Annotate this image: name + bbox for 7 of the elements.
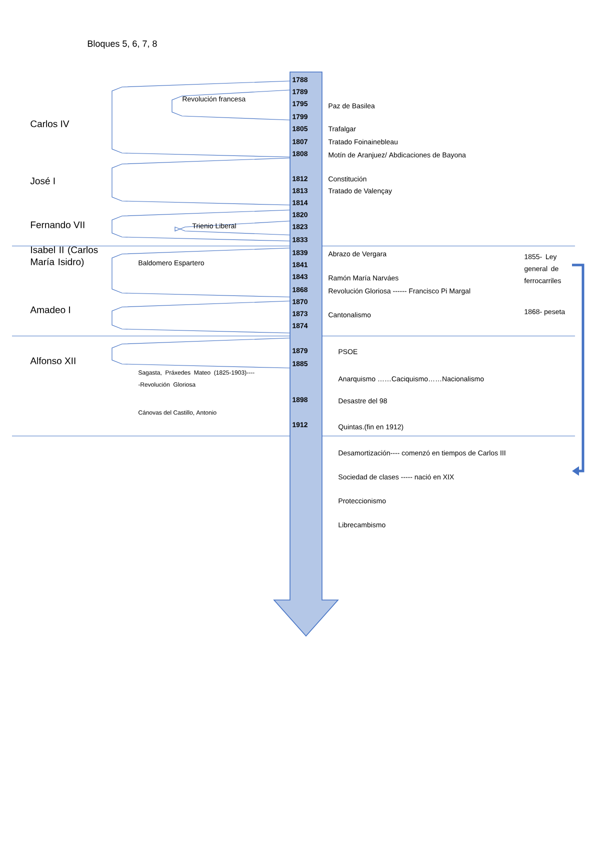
monarch-name: Isabel II (Carlos María Isidro) (30, 246, 98, 268)
monarch-name: José I (30, 177, 55, 184)
title-text: Bloques 5, 6, 7, 8 (88, 40, 157, 49)
monarch-name: Amadeo I (30, 306, 70, 314)
monarch-name: Fernando VII (30, 221, 84, 228)
monarch-name: Carlos IV (30, 120, 70, 128)
monarch-name: Alfonso XII (30, 357, 76, 364)
